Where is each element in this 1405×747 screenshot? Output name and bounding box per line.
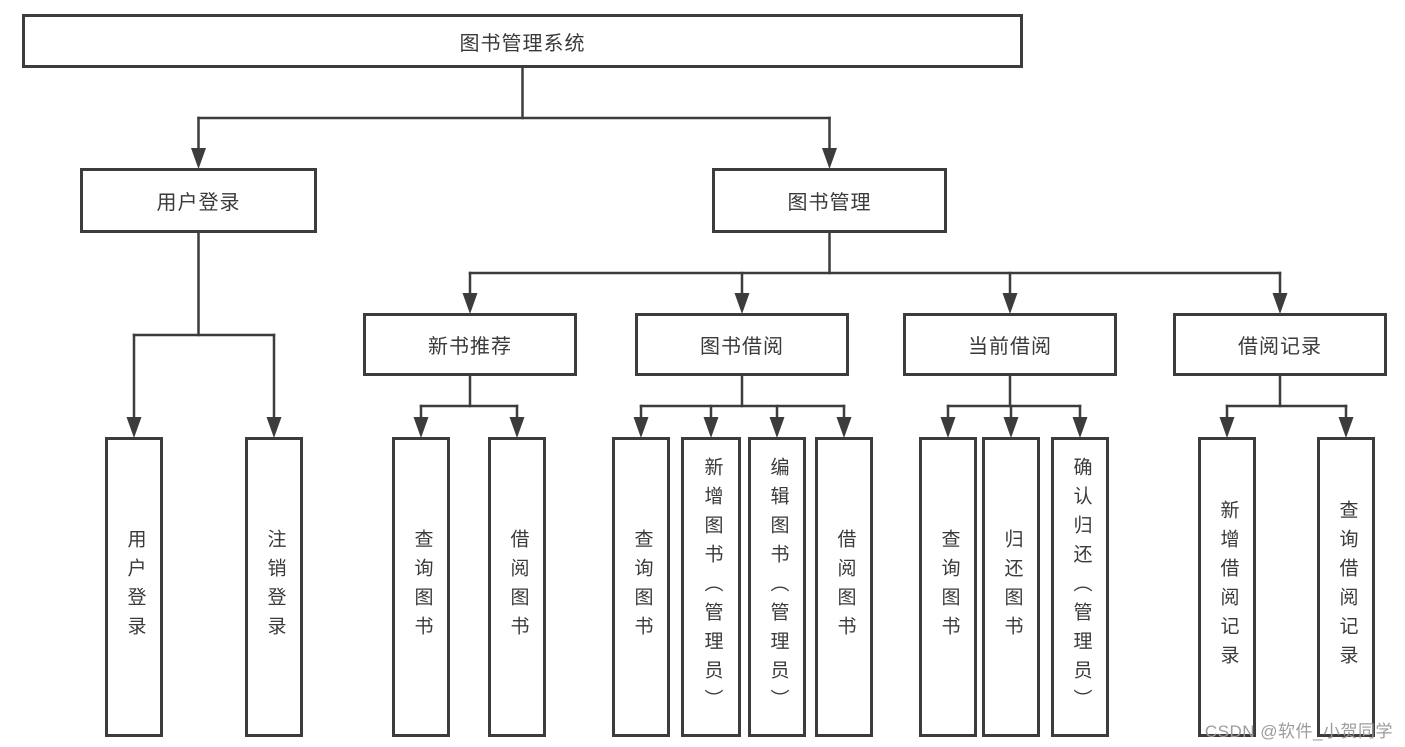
- arrowhead: [509, 417, 525, 438]
- arrowhead: [836, 417, 852, 438]
- diagram-node-label: 新书推荐: [428, 336, 512, 358]
- diagram-node-label: 查询借阅记录: [1336, 500, 1358, 674]
- arrowhead: [1272, 293, 1288, 314]
- arrowhead: [633, 417, 649, 438]
- diagram-node-recd-query: 查询借阅记录: [1317, 437, 1375, 737]
- diagram-node-cur-query: 查询图书: [919, 437, 977, 737]
- arrowhead: [940, 417, 956, 438]
- diagram-node-label: 查询图书: [411, 529, 433, 645]
- diagram-node-label: 当前借阅: [968, 336, 1052, 358]
- diagram-node-bor-add: 新增图书（管理员）: [681, 437, 741, 737]
- arrowhead: [703, 417, 719, 438]
- diagram-node-login-logout: 注销登录: [245, 437, 303, 737]
- arrowhead: [1338, 417, 1354, 438]
- arrowhead: [1003, 417, 1019, 438]
- diagram-node-login: 用户登录: [80, 168, 317, 233]
- arrowhead: [822, 148, 837, 169]
- diagram-node-bor-borrow: 借阅图书: [815, 437, 873, 737]
- diagram-node-label: 注销登录: [264, 529, 286, 645]
- diagram-node-label: 确认归还（管理员）: [1070, 456, 1092, 718]
- arrowhead: [1002, 293, 1018, 314]
- diagram-node-label: 用户登录: [124, 529, 146, 645]
- arrowhead: [126, 417, 142, 438]
- csdn-watermark: CSDN @软件_小贺同学: [1204, 722, 1393, 741]
- diagram-node-records: 借阅记录: [1173, 313, 1387, 376]
- diagram-node-label: 借阅图书: [507, 529, 529, 645]
- diagram-node-label: 图书管理系统: [459, 32, 586, 55]
- diagram-node-label: 查询图书: [938, 529, 960, 645]
- diagram-node-mgmt: 图书管理: [712, 168, 947, 233]
- diagram-node-label: 归还图书: [1001, 529, 1023, 645]
- arrowhead: [769, 417, 785, 438]
- diagram-node-current: 当前借阅: [903, 313, 1117, 376]
- diagram-node-label: 借阅图书: [834, 529, 856, 645]
- diagram-node-bor-query: 查询图书: [612, 437, 670, 737]
- arrowhead: [413, 417, 429, 438]
- diagram-node-root: 图书管理系统: [22, 14, 1023, 68]
- diagram-node-label: 用户登录: [156, 192, 241, 214]
- arrowhead: [266, 417, 282, 438]
- diagram-node-login-user: 用户登录: [105, 437, 163, 737]
- diagram-node-label: 编辑图书（管理员）: [767, 456, 789, 718]
- diagram-node-label: 新增图书（管理员）: [701, 456, 723, 718]
- diagram-node-borrow: 图书借阅: [635, 313, 849, 376]
- arrowhead: [462, 293, 478, 314]
- diagram-node-label: 图书借阅: [700, 336, 784, 358]
- diagram-node-cur-confirm: 确认归还（管理员）: [1051, 437, 1109, 737]
- diagram-node-recommend: 新书推荐: [363, 313, 577, 376]
- diagram-node-rec-query: 查询图书: [392, 437, 450, 737]
- diagram-node-label: 查询图书: [631, 529, 653, 645]
- arrowhead: [191, 148, 206, 169]
- diagram-node-label: 图书管理: [787, 192, 872, 214]
- diagram-node-recd-add: 新增借阅记录: [1198, 437, 1256, 737]
- arrowhead: [734, 293, 750, 314]
- diagram-node-cur-return: 归还图书: [982, 437, 1040, 737]
- diagram-node-label: 新增借阅记录: [1217, 500, 1239, 674]
- diagram-node-bor-edit: 编辑图书（管理员）: [748, 437, 806, 737]
- arrowhead: [1072, 417, 1088, 438]
- arrowhead: [1219, 417, 1235, 438]
- diagram-node-label: 借阅记录: [1238, 336, 1322, 358]
- diagram-node-rec-borrow: 借阅图书: [488, 437, 546, 737]
